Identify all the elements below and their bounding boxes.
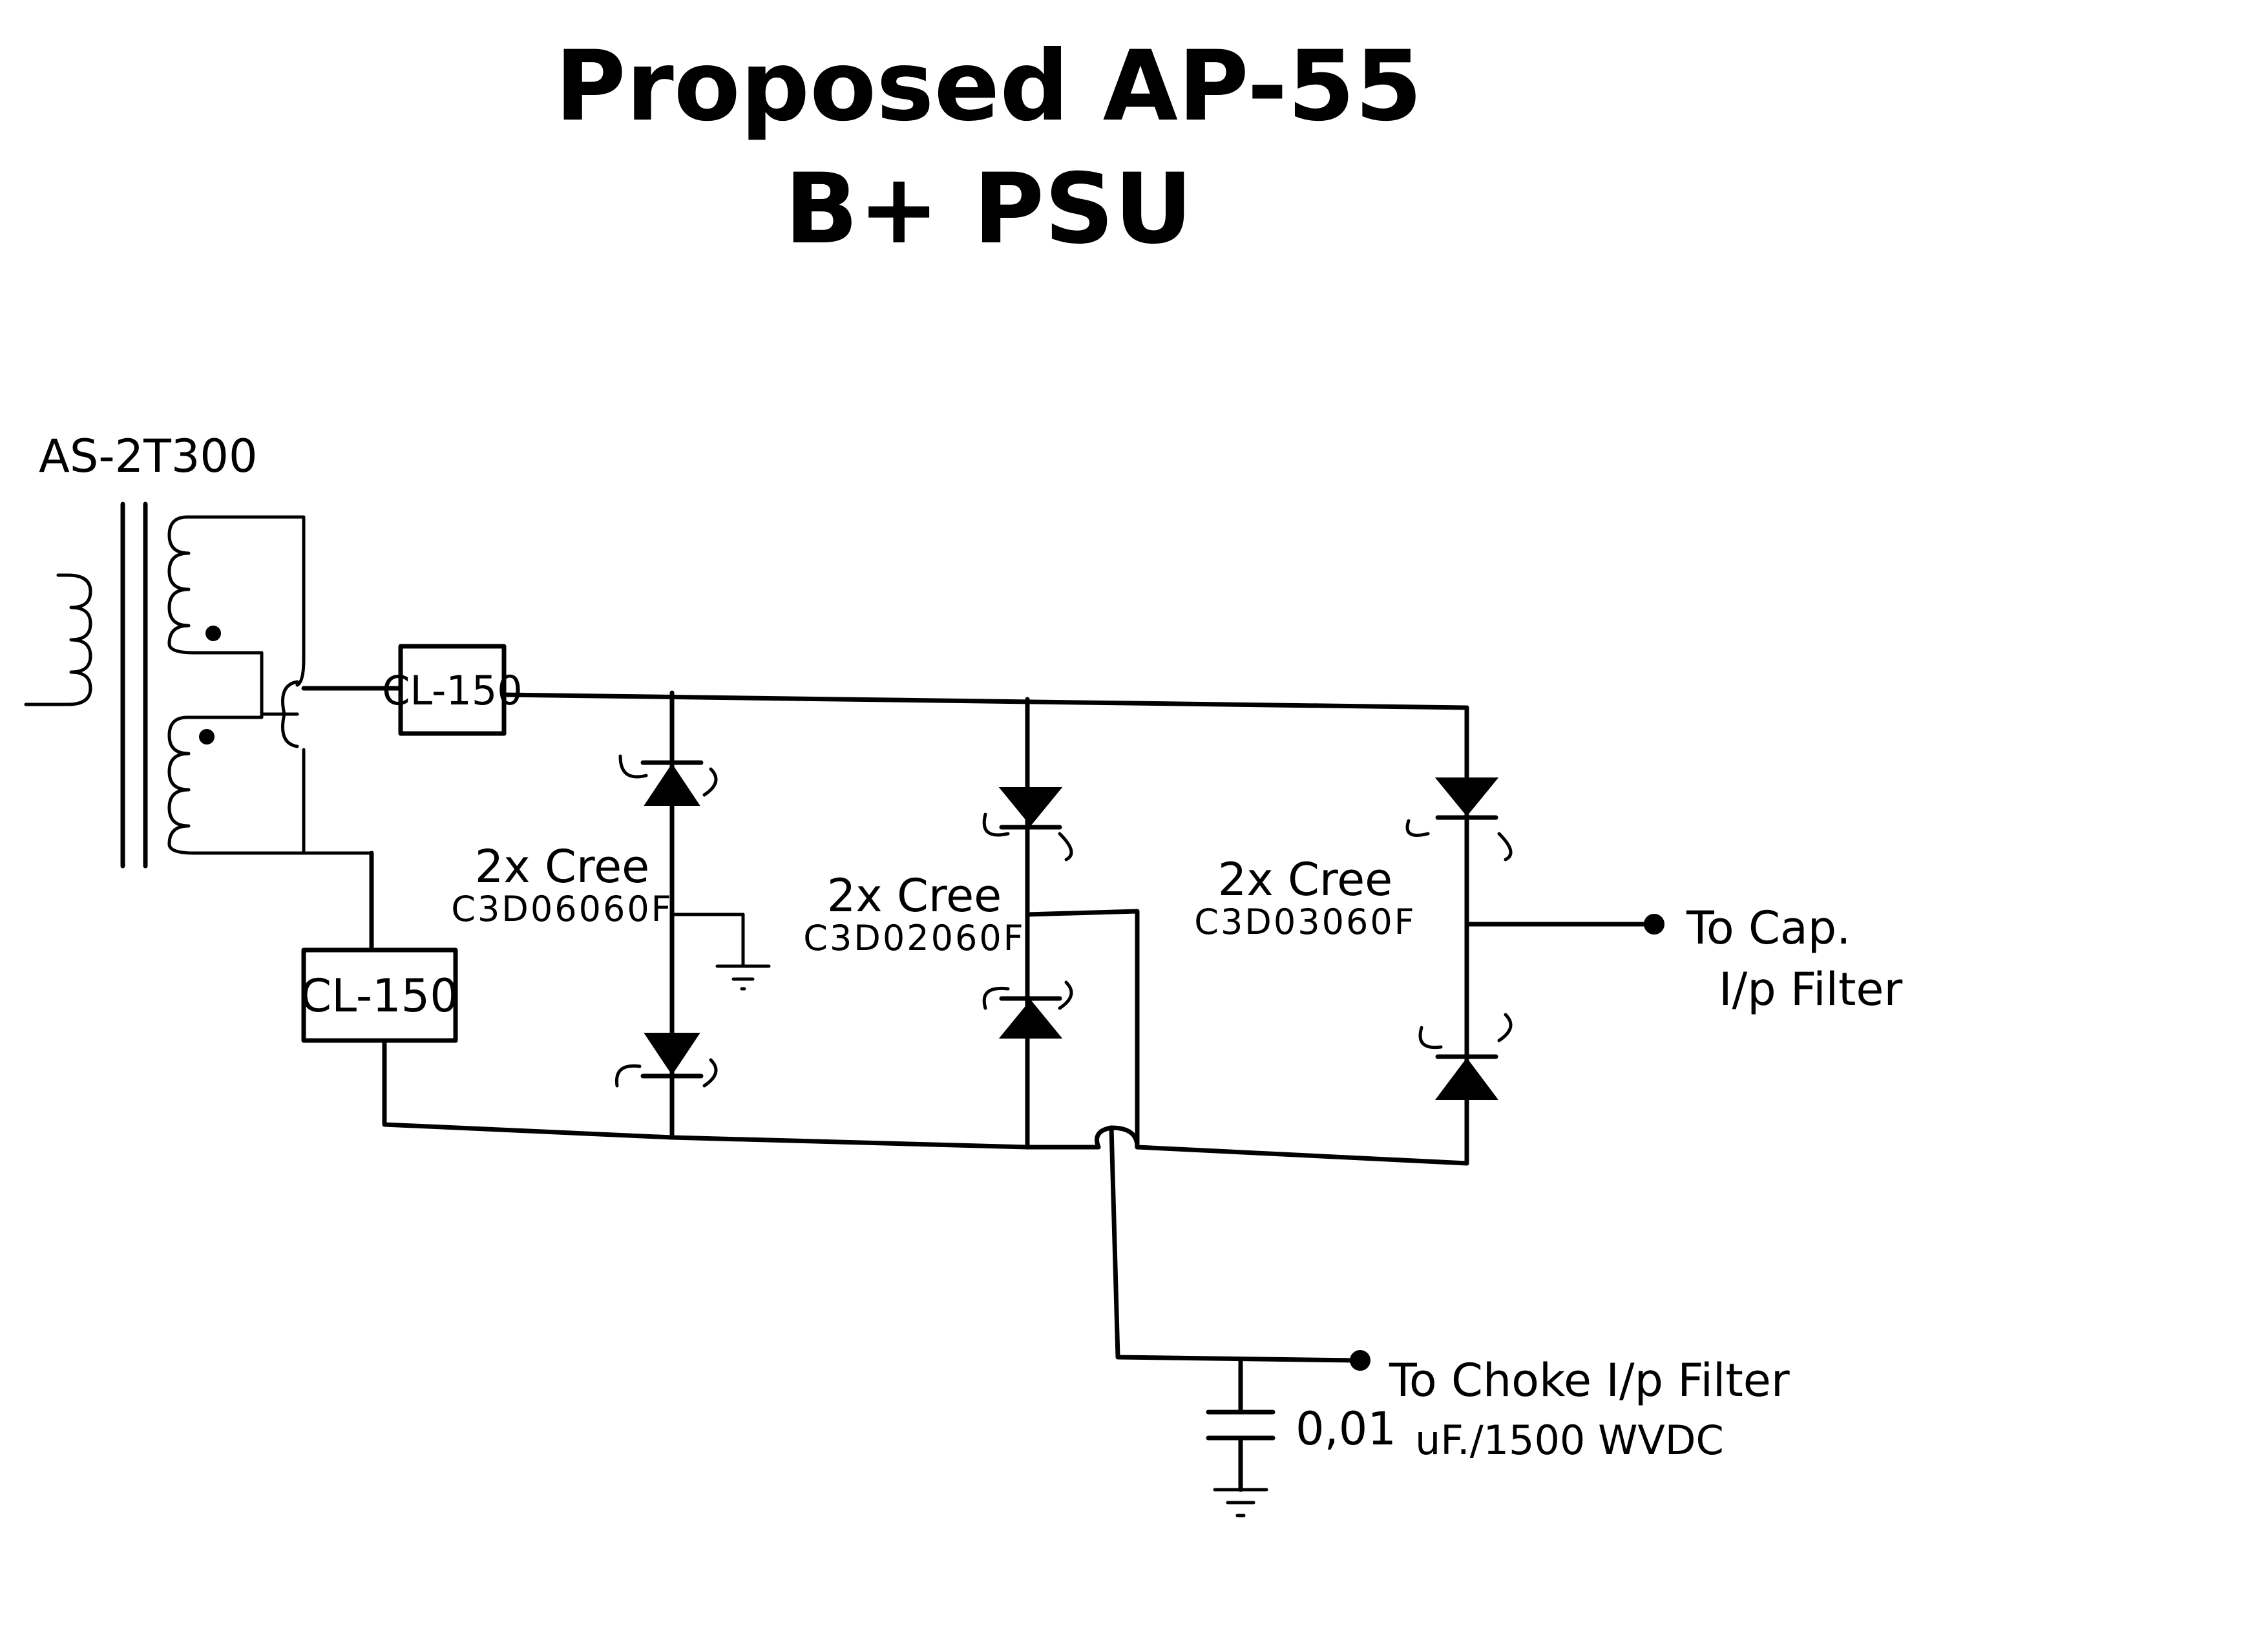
output-choke-label: To Choke I/p Filter <box>1389 1354 1790 1407</box>
diode-pair-2: 2x Cree C3D02060F <box>803 787 1360 1363</box>
primary-winding <box>24 573 92 706</box>
output-cap-line-2: I/p Filter <box>1719 963 1902 1016</box>
diode-2a <box>998 787 1063 827</box>
diode-pair-2-part: C3D02060F <box>803 918 1025 958</box>
current-limiter-top: CL-150 <box>382 644 523 736</box>
diode-pair-3-part: C3D03060F <box>1194 902 1416 942</box>
diode-pair-1: 2x Cree C3D06060F <box>451 754 771 1088</box>
secondary-winding-upper <box>167 515 306 716</box>
diode-pair-1-part: C3D06060F <box>451 889 673 929</box>
capacitor-rating: uF./1500 WVDC <box>1415 1417 1724 1464</box>
capacitor-value: 0,01 <box>1296 1402 1396 1455</box>
diode-3a <box>1434 777 1499 817</box>
diode-pair-3-qty: 2x Cree <box>1218 853 1392 906</box>
title-line-2: B+ PSU <box>784 153 1193 266</box>
phase-dot-upper <box>205 626 221 641</box>
output-terminal-choke <box>1350 1350 1370 1371</box>
output-terminal-cap <box>1644 914 1664 935</box>
transformer: AS-2T300 <box>24 430 373 869</box>
diode-3b <box>1435 1057 1498 1100</box>
diode-1a <box>644 763 700 806</box>
diode-2b <box>998 999 1063 1039</box>
current-limiter-bottom-label: CL-150 <box>300 969 459 1022</box>
secondary-winding-lower <box>167 712 373 855</box>
diode-pair-3: 2x Cree C3D03060F <box>1194 777 1513 1100</box>
current-limiter-top-label: CL-150 <box>382 667 522 714</box>
phase-dot-lower <box>199 729 215 745</box>
diode-pair-2-qty: 2x Cree <box>827 869 1002 922</box>
transformer-label: AS-2T300 <box>39 430 257 483</box>
current-limiter-bottom: CL-150 <box>300 947 459 1043</box>
capacitor <box>1206 1358 1276 1517</box>
title-line-1: Proposed AP-55 <box>555 30 1422 143</box>
output-cap-line-1: To Cap. <box>1686 902 1851 955</box>
diode-1b <box>644 1033 700 1075</box>
diode-pair-1-qty: 2x Cree <box>475 840 649 893</box>
